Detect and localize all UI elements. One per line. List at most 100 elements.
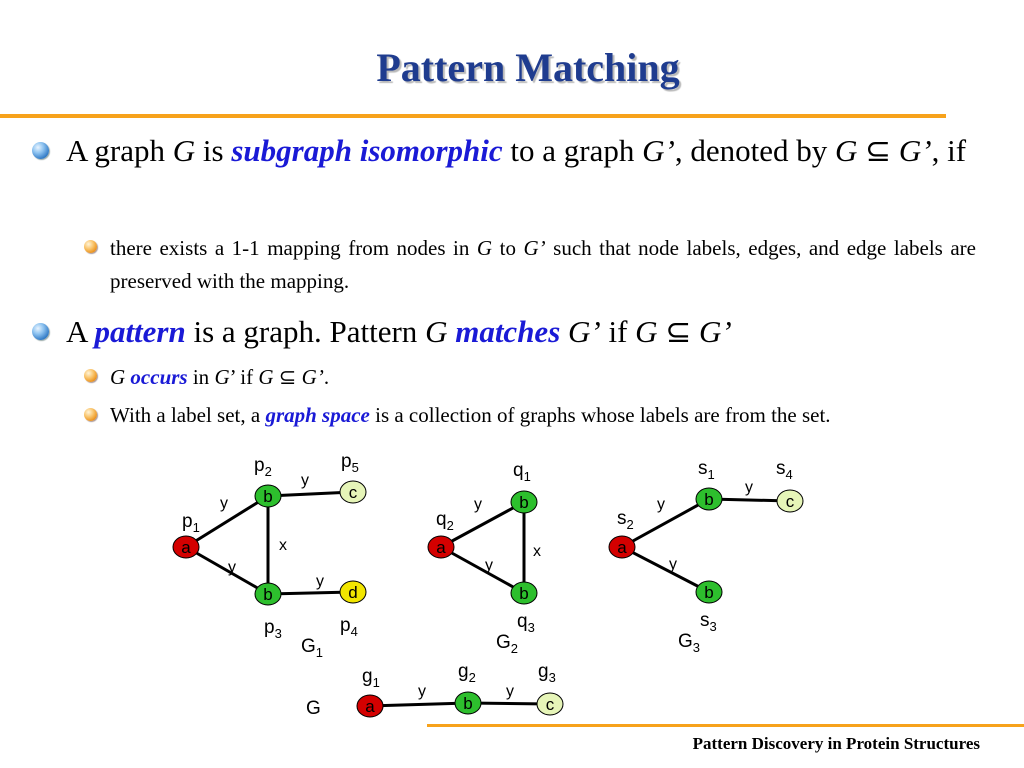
edge-label: y [474, 496, 482, 513]
subset-symbol: ⊆ [857, 133, 899, 168]
node-q3 [510, 581, 538, 605]
text: to a graph [502, 133, 643, 168]
bullet-icon [32, 142, 49, 159]
bullet-mapping: there exists a 1-1 mapping from nodes in… [110, 232, 976, 298]
node-id-p3: p3 [264, 617, 282, 641]
edge-label: y [301, 472, 309, 489]
edge-p2-p5 [267, 490, 354, 498]
text: is [195, 133, 232, 168]
node-label: a [436, 538, 446, 557]
node-id-g2: g2 [458, 661, 476, 685]
edge-label: y [506, 683, 514, 700]
node-id-s4: s4 [776, 458, 793, 482]
subset-symbol: ⊆ [273, 365, 302, 389]
edge-label: y [485, 557, 493, 574]
bullet-graph-space: With a label set, a graph space is a col… [110, 399, 976, 432]
graph-symbol: G’ [898, 133, 932, 168]
node-s2 [608, 535, 636, 559]
node-label: c [546, 695, 555, 714]
edge-g1-g2 [369, 701, 469, 708]
term-graph-space: graph space [265, 403, 370, 427]
graph-symbol: G [214, 365, 230, 389]
node-label: b [263, 585, 272, 604]
node-id-p4: p4 [340, 615, 358, 639]
subset-symbol: ⊆ [657, 314, 700, 349]
node-label: a [617, 538, 627, 557]
edge-q2-q1 [440, 500, 525, 549]
node-id-p2: p2 [254, 455, 272, 479]
text: , denoted by [674, 133, 835, 168]
node-s3 [695, 580, 723, 604]
text: ’ if [229, 365, 259, 389]
node-label: b [463, 694, 472, 713]
node-label: c [786, 492, 795, 511]
edge-label: x [533, 543, 541, 560]
node-s1 [695, 487, 723, 511]
text: , if [931, 133, 967, 168]
graph-symbol: G [476, 236, 493, 260]
node-p3 [254, 582, 282, 606]
graph-name-g3: G3 [678, 631, 700, 655]
edge-p1-p3 [185, 545, 269, 596]
graph-g2: y y x b a b q1 q2 q3 G2 [427, 460, 541, 656]
graph-symbol: G [425, 314, 448, 349]
text: With a label set, a [110, 403, 266, 427]
graph-symbol: G [110, 365, 126, 389]
edge-q2-q3 [440, 545, 525, 595]
edge-p3-p4 [267, 590, 354, 596]
graph-symbol: G’ [301, 365, 324, 389]
graph-symbol: G’ [568, 314, 601, 349]
edge-s2-s1 [621, 497, 710, 549]
node-p2 [254, 484, 282, 508]
edge-label: y [669, 556, 677, 573]
text: there exists a 1-1 mapping from nodes in [110, 236, 477, 260]
edge-label: y [418, 683, 426, 700]
graph-g-pattern: y y a b c g1 g2 g3 G [306, 661, 564, 719]
bullet-occurs: G occurs in G’ if G ⊆ G’. [110, 361, 976, 394]
node-q1 [510, 490, 538, 514]
node-label: b [263, 487, 272, 506]
edge-label: y [228, 559, 236, 576]
node-id-s3: s3 [700, 610, 717, 634]
graph-symbol: G’ [699, 314, 732, 349]
text: if [600, 314, 636, 349]
graph-name-g1: G1 [301, 636, 323, 660]
text: is a graph. Pattern [185, 314, 426, 349]
term-matches: matches [455, 314, 561, 349]
node-label: b [519, 493, 528, 512]
edge-p1-p2 [185, 494, 269, 549]
node-label: c [349, 483, 358, 502]
node-q2 [427, 535, 455, 559]
node-id-g1: g1 [362, 666, 380, 690]
term-occurs: occurs [130, 365, 188, 389]
edge-label: y [316, 573, 324, 590]
node-label: b [704, 583, 713, 602]
graph-g3: y y y b a b c s1 s2 s3 s4 G3 [608, 458, 804, 655]
graph-symbol: G [258, 365, 274, 389]
title-divider [0, 114, 946, 118]
node-id-p1: p1 [182, 511, 200, 535]
text: in [187, 365, 215, 389]
footer-divider [427, 724, 1024, 727]
bullet-icon [32, 323, 49, 340]
node-label: a [365, 697, 375, 716]
node-g1 [356, 694, 384, 718]
bullet-pattern: A pattern is a graph. Pattern G matches … [66, 312, 976, 352]
node-id-p5: p5 [341, 451, 359, 475]
node-g3 [536, 692, 564, 716]
node-p4 [339, 580, 367, 604]
edge-s2-s3 [621, 545, 710, 594]
node-id-g3: g3 [538, 661, 556, 685]
text: . [323, 365, 330, 389]
sub-bullet-icon [84, 240, 97, 253]
graph-g1: y y x y y a b b d c p1 p2 p3 p4 p5 G1 [172, 451, 367, 660]
edge-g2-g3 [467, 701, 551, 706]
edge-label: y [220, 495, 228, 512]
node-label: d [348, 583, 357, 602]
graph-name-g2: G2 [496, 632, 518, 656]
node-id-q1: q1 [513, 460, 531, 484]
footer-text: Pattern Discovery in Protein Structures [692, 734, 980, 753]
node-s4 [776, 489, 804, 513]
node-label: b [704, 490, 713, 509]
